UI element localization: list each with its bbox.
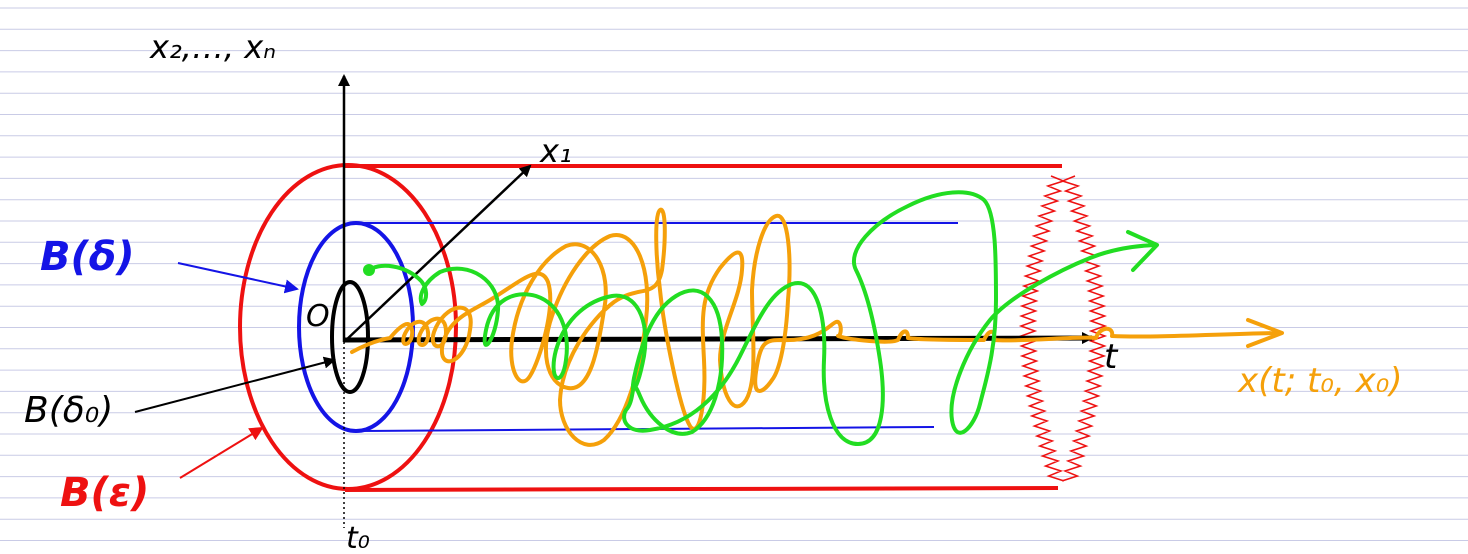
vertical-axis-label: x₂,…, xₙ [149, 28, 276, 66]
ball-delta0-label: B(δ₀) [24, 390, 113, 431]
origin-label: O [306, 299, 330, 334]
t0-label: t₀ [346, 521, 370, 554]
ruled-lines [0, 7, 1468, 541]
green-start-dot [363, 264, 375, 276]
x1-axis [343, 164, 532, 343]
trajectory-label: x(t; t₀, x₀) [1237, 361, 1403, 401]
orange-trajectory-arrowhead [1246, 318, 1284, 348]
x1-axis-label: x₁ [539, 132, 572, 170]
delta-label-pointer [177, 262, 299, 294]
epsilon-tube [238, 163, 1108, 492]
green-trajectory-arrowhead [1126, 230, 1159, 272]
ball-epsilon-label: B(ε) [60, 470, 149, 516]
time-axis-label: t [1104, 337, 1119, 377]
delta0-ball [330, 280, 370, 394]
epsilon-tube-bottom [344, 486, 1059, 492]
epsilon-label-pointer [179, 426, 264, 479]
green-trajectory [367, 190, 1157, 446]
orange-trajectory [350, 207, 1282, 447]
delta0-label-pointer [134, 356, 336, 413]
ball-delta-label: B(δ) [40, 234, 135, 280]
epsilon-tube-end [1018, 175, 1108, 482]
